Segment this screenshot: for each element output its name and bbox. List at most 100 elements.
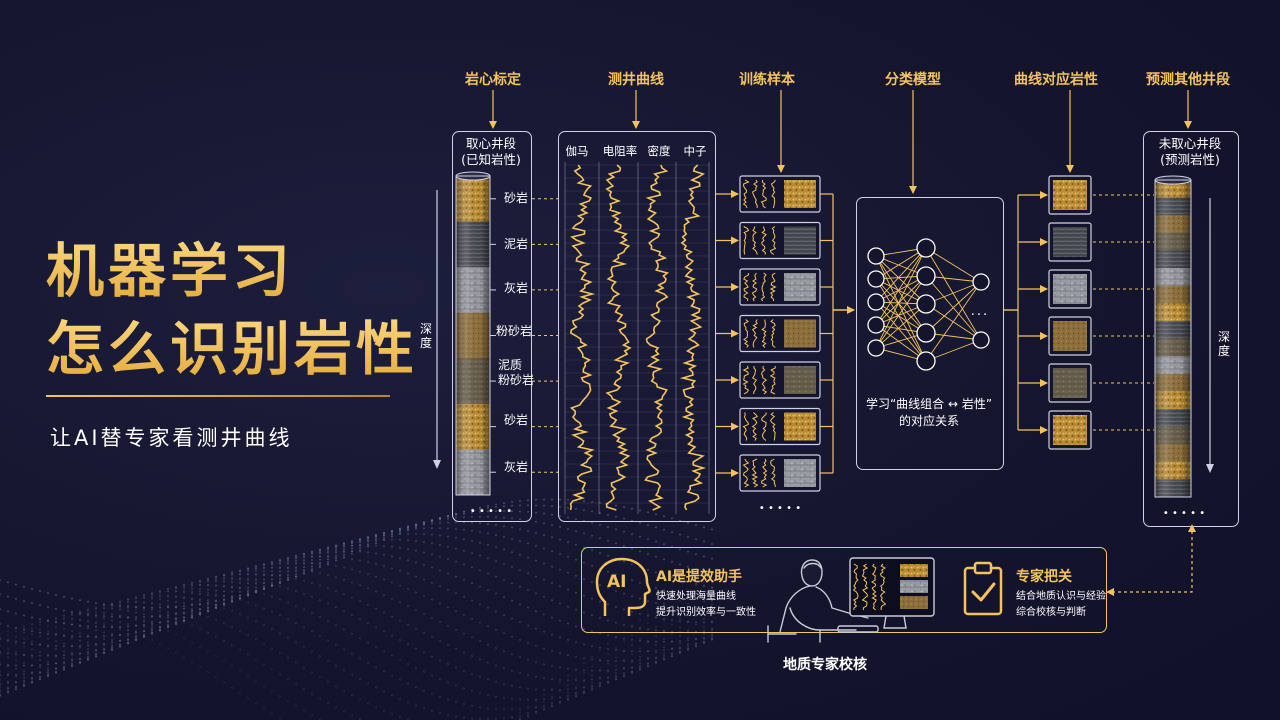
wave-dot [495, 534, 497, 536]
sample-mini-curve [742, 365, 750, 395]
wave-dot [95, 607, 97, 610]
wave-dot [319, 562, 321, 565]
wave-dot [191, 590, 193, 592]
wave-dot [175, 586, 177, 589]
wave-dot [503, 632, 505, 635]
nn-node [867, 293, 885, 311]
wave-dot [527, 504, 529, 507]
wave-dot [271, 595, 273, 598]
wave-dot [319, 584, 321, 587]
wave-dot [335, 664, 337, 667]
wave-dot [503, 505, 505, 508]
wave-dot [559, 619, 561, 622]
wave-dot [479, 511, 481, 513]
wave-dot [31, 623, 33, 626]
wave-dot [447, 527, 449, 530]
wave-dot [535, 592, 537, 595]
wave-dot [663, 658, 665, 661]
ai-head-icon [595, 557, 651, 616]
wave-dot [79, 610, 81, 613]
wave-dot [175, 600, 177, 603]
depth-label-left: 深度 [420, 322, 433, 350]
wave-dot [599, 646, 601, 649]
wave-dot [503, 563, 505, 565]
wave-dot [575, 591, 577, 594]
wave-dot [319, 549, 321, 552]
wave-dot [487, 557, 489, 560]
wave-dot [15, 675, 17, 678]
wave-dot [703, 598, 705, 601]
wave-dot [127, 638, 129, 641]
wave-dot [63, 621, 65, 624]
wave-dot [551, 689, 553, 691]
wave-dot [551, 524, 553, 526]
wave-dot [439, 621, 441, 623]
wave-dot [127, 642, 129, 645]
wave-dot [431, 520, 433, 523]
wave-dot [343, 553, 345, 556]
wave-dot [351, 544, 353, 547]
wave-dot [359, 657, 361, 660]
wave-dot [487, 694, 489, 696]
wave-dot [583, 594, 585, 597]
header-training-samples: 训练样本 [739, 72, 795, 88]
wave-dot [503, 536, 505, 538]
wave-dot [239, 570, 241, 573]
wave-dot [255, 565, 257, 568]
wave-dot [711, 611, 713, 614]
sample-mini-curve [751, 458, 759, 488]
wave-dot [631, 653, 633, 656]
wave-dot [383, 650, 385, 653]
wave-dot [343, 628, 345, 631]
wave-dot [167, 588, 169, 590]
wave-dot [647, 612, 649, 615]
wave-dot [367, 540, 369, 543]
wave-dot [95, 636, 97, 639]
wave-dot [207, 607, 209, 610]
wave-dot [423, 533, 425, 536]
wave-dot [119, 602, 121, 604]
wave-dot [135, 600, 137, 603]
wave-dot [263, 607, 265, 610]
wave-dot [535, 575, 537, 578]
nn-connection [925, 247, 982, 341]
wave-dot [391, 531, 393, 534]
wave-dot [31, 656, 33, 659]
wave-dot [671, 655, 673, 658]
wave-dot [135, 631, 137, 634]
wave-dot [47, 619, 49, 622]
wave-dot [79, 646, 81, 649]
wave-dot [679, 626, 681, 629]
wave-dot [95, 620, 97, 623]
wave-dot [111, 648, 113, 651]
sample-texture-sand [784, 412, 816, 441]
wave-dot [255, 586, 257, 589]
wave-dot [95, 606, 97, 609]
wave-dot [247, 653, 249, 656]
wave-dot [615, 678, 617, 681]
wave-dot [87, 641, 89, 644]
wave-dot [535, 644, 537, 647]
wave-dot [175, 606, 177, 609]
wave-dot [383, 594, 385, 596]
wave-dot [367, 539, 369, 542]
wave-dot [607, 526, 609, 528]
wave-dot [687, 620, 689, 623]
result-texture-mud [1053, 227, 1087, 257]
wave-dot [671, 655, 673, 657]
wave-dot [255, 567, 257, 570]
wave-dot [335, 556, 337, 559]
wave-dot [255, 578, 257, 581]
wave-dot [79, 618, 81, 621]
wave-dot [103, 604, 105, 607]
wave-dot [127, 601, 129, 604]
wave-dot [327, 562, 329, 565]
wave-dot [335, 550, 337, 552]
wave-dot [127, 605, 129, 608]
wave-dot [687, 636, 689, 639]
wave-dot [519, 621, 521, 624]
wave-dot [311, 565, 313, 568]
wave-dot [551, 536, 553, 539]
wave-dot [223, 681, 225, 684]
wave-dot [287, 567, 289, 570]
